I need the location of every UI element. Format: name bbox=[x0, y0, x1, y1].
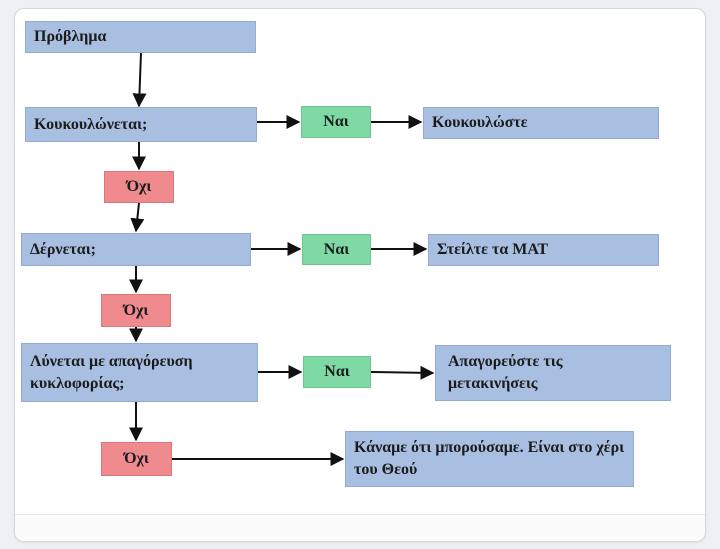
flowchart-card: Πρόβλημα Κουκουλώνεται; Ναι Κουκουλώστε … bbox=[14, 8, 706, 542]
arrow-problem-to-q1 bbox=[132, 52, 147, 108]
node-question-hood: Κουκουλώνεται; bbox=[25, 107, 257, 142]
node-final-god-label: Κάναμε ότι μπορούσαμε. Είναι στο χέρι το… bbox=[354, 439, 625, 478]
card-footer bbox=[15, 514, 705, 541]
node-final-god: Κάναμε ότι μπορούσαμε. Είναι στο χέρι το… bbox=[345, 431, 634, 487]
arrow-yes3-to-a3 bbox=[370, 365, 435, 380]
node-no-hood-label: Όχι bbox=[126, 178, 152, 195]
node-yes-hood-label: Ναι bbox=[323, 113, 349, 130]
node-action-hood: Κουκουλώστε bbox=[423, 107, 659, 139]
node-question-curfew-label: Λύνεται με απαγόρευση κυκλοφορίας; bbox=[30, 352, 193, 392]
node-yes-curfew-label: Ναι bbox=[324, 363, 350, 380]
node-no-beat-label: Όχι bbox=[123, 301, 149, 319]
flowchart-arrows bbox=[129, 52, 435, 466]
node-question-hood-label: Κουκουλώνεται; bbox=[34, 115, 148, 133]
node-action-beat-label: Στείλτε τα ΜΑΤ bbox=[437, 241, 549, 258]
node-problem: Πρόβλημα bbox=[25, 21, 256, 53]
node-no-hood: Όχι bbox=[104, 171, 174, 203]
node-no-curfew: Όχι bbox=[101, 442, 172, 476]
node-action-curfew-label: Απαγορεύστε τις μετακινήσεις bbox=[448, 353, 563, 392]
node-yes-beat-label: Ναι bbox=[323, 240, 350, 258]
node-yes-beat: Ναι bbox=[302, 234, 371, 265]
node-action-curfew: Απαγορεύστε τις μετακινήσεις bbox=[435, 345, 671, 401]
arrow-no1-to-q2 bbox=[130, 202, 145, 233]
node-question-beat: Δέρνεται; bbox=[21, 233, 251, 266]
node-yes-hood: Ναι bbox=[301, 106, 371, 138]
node-problem-label: Πρόβλημα bbox=[34, 28, 107, 45]
node-no-beat: Όχι bbox=[101, 294, 171, 327]
node-yes-curfew: Ναι bbox=[303, 356, 371, 388]
node-action-hood-label: Κουκουλώστε bbox=[432, 114, 528, 131]
node-question-curfew: Λύνεται με απαγόρευση κυκλοφορίας; bbox=[21, 343, 258, 402]
node-no-curfew-label: Όχι bbox=[124, 450, 149, 467]
node-action-beat: Στείλτε τα ΜΑΤ bbox=[428, 234, 659, 266]
node-question-beat-label: Δέρνεται; bbox=[30, 240, 97, 258]
